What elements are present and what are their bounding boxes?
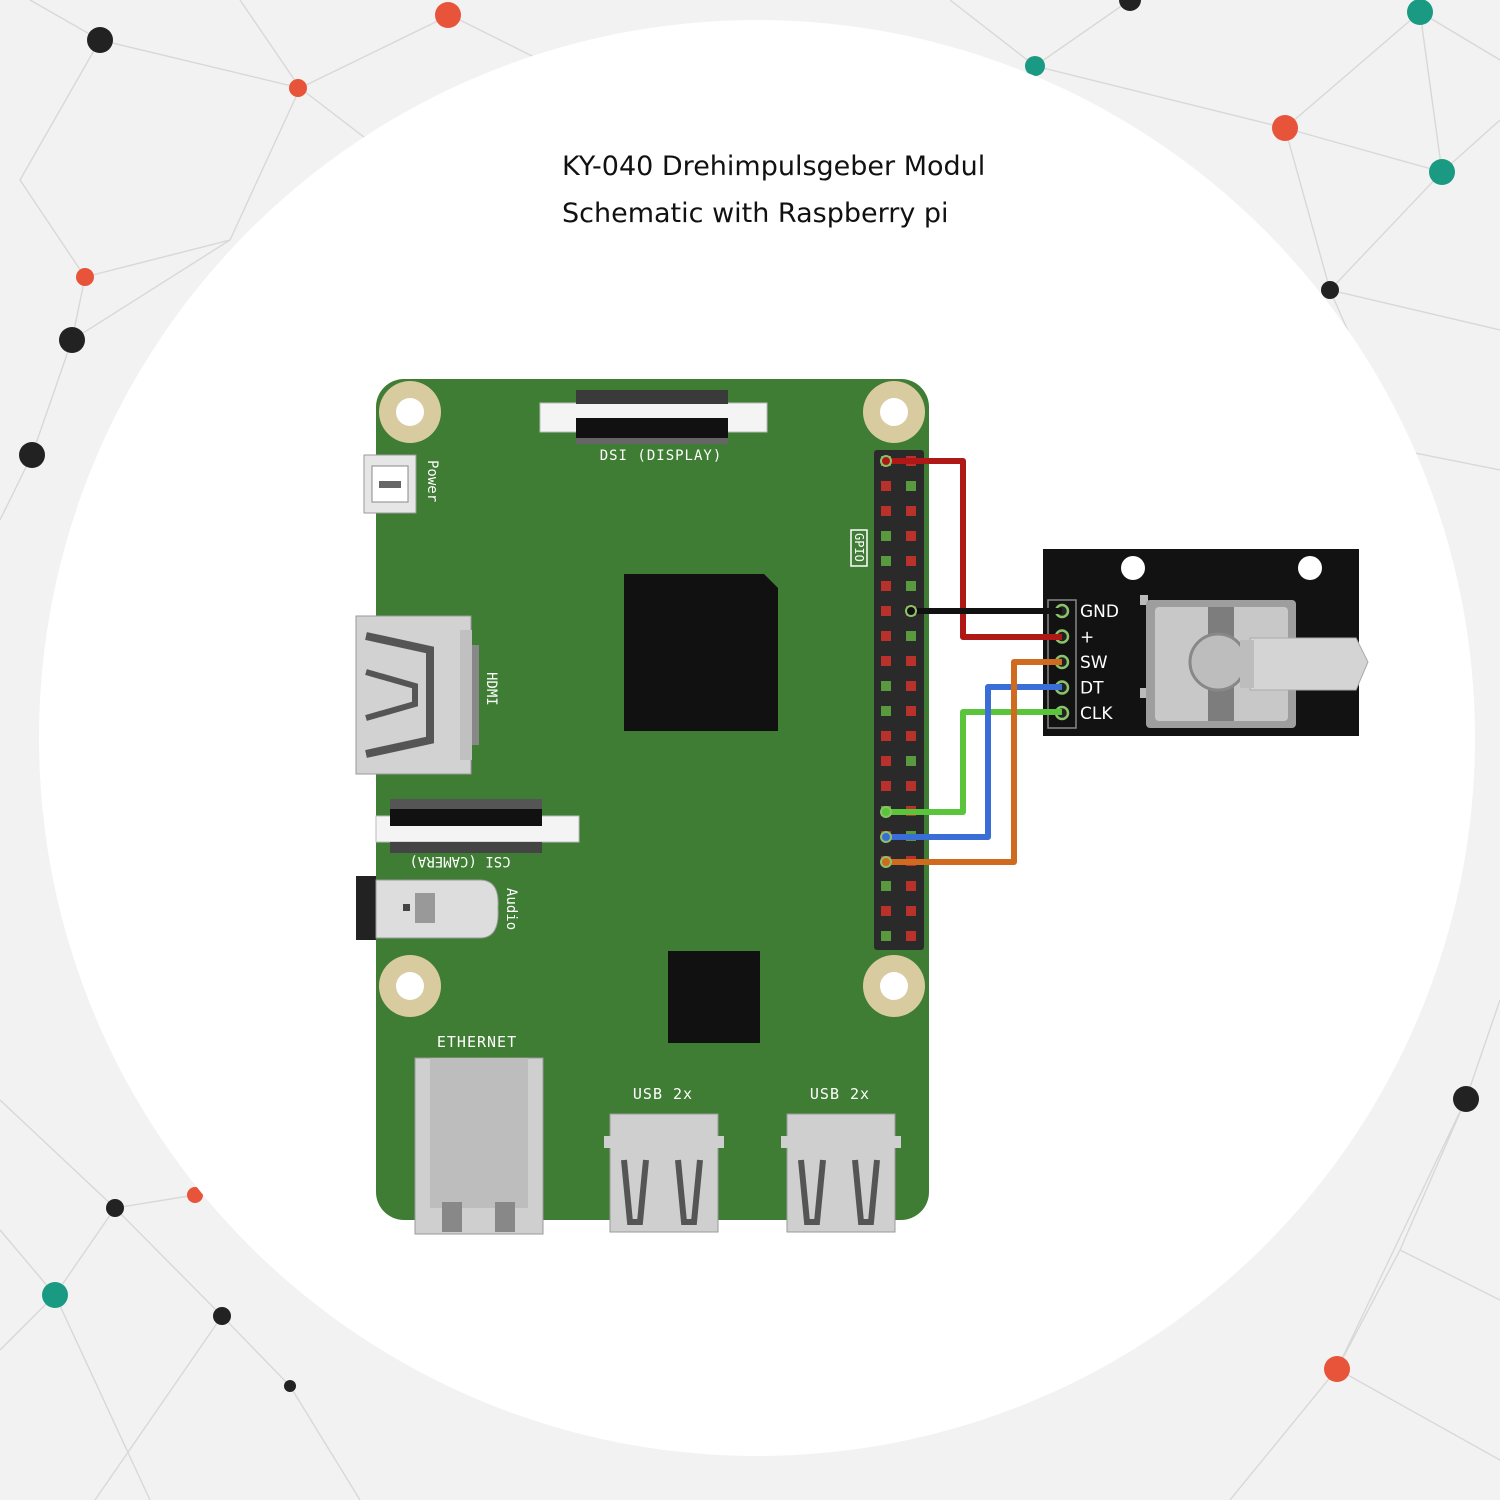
gpio-pin	[906, 731, 916, 741]
gpio-pin	[906, 481, 916, 491]
wire-plus	[886, 458, 1062, 640]
mounting-holes	[379, 381, 925, 1017]
ethernet-label: ETHERNET	[437, 1033, 517, 1051]
wire-endpoints	[880, 455, 917, 868]
csi-label: CSI (CAMERA)	[409, 853, 510, 869]
gpio-label: GPIO	[852, 533, 866, 562]
wires	[886, 458, 1062, 865]
gpio-pin	[906, 756, 916, 766]
csi-connector	[375, 799, 580, 853]
gpio-pin	[906, 531, 916, 541]
gpio-pin	[881, 606, 891, 616]
gpio-pin	[906, 581, 916, 591]
module-pin-labels: GND + SW DT CLK	[1080, 602, 1119, 724]
usb-port-1	[604, 1113, 724, 1233]
diagram-title-line-2: Schematic with Raspberry pi	[562, 198, 949, 229]
dsi-label: DSI (DISPLAY)	[600, 448, 723, 464]
gpio-pin	[881, 581, 891, 591]
gpio-pin	[906, 556, 916, 566]
gpio-pin	[906, 906, 916, 916]
gpio-pin	[881, 781, 891, 791]
gpio-pin	[906, 881, 916, 891]
gpio-pin	[881, 706, 891, 716]
power-label: Power	[424, 460, 440, 502]
gpio-pin	[881, 681, 891, 691]
network-nodes	[19, 0, 1479, 1392]
gpio-pin	[881, 506, 891, 516]
gpio-pin	[906, 656, 916, 666]
gpio-pin	[881, 481, 891, 491]
gpio-pin	[881, 531, 891, 541]
usb-lan-chip	[668, 951, 760, 1043]
gpio-label-box	[850, 529, 868, 567]
gpio-pin	[906, 681, 916, 691]
module-pin-label: CLK	[1080, 704, 1113, 724]
gpio-pin	[881, 656, 891, 666]
module-pin-label: DT	[1080, 679, 1104, 699]
module-pin-label: SW	[1080, 653, 1108, 673]
ethernet-port	[414, 1057, 544, 1235]
hdmi-connector	[355, 615, 479, 775]
power-connector	[363, 454, 417, 514]
raspberry-pi-board: DSI (DISPLAY) Power GPIO HDMI	[355, 379, 929, 1235]
gpio-pin	[881, 756, 891, 766]
wire-dt	[886, 684, 1062, 840]
usb-port-2	[781, 1113, 901, 1233]
module-pin-label: +	[1080, 628, 1094, 648]
gpio-pin	[906, 631, 916, 641]
gpio-pin	[881, 631, 891, 641]
gpio-pin	[881, 881, 891, 891]
usb-label-2: USB 2x	[810, 1085, 870, 1103]
gpio-pin	[881, 931, 891, 941]
dsi-connector	[539, 390, 768, 444]
rotary-encoder	[1146, 600, 1369, 728]
usb-label-1: USB 2x	[633, 1085, 693, 1103]
gpio-pin	[906, 706, 916, 716]
audio-jack	[356, 876, 499, 940]
board-pcb	[376, 379, 929, 1220]
gpio-pin	[881, 731, 891, 741]
wire-sw	[886, 659, 1062, 865]
hdmi-label: HDMI	[483, 672, 499, 706]
gpio-pin	[881, 906, 891, 916]
gpio-pin	[906, 781, 916, 791]
ky040-module: GND + SW DT CLK	[1043, 549, 1369, 736]
gpio-pin	[881, 556, 891, 566]
gpio-header-base	[874, 450, 924, 950]
soc-chip	[624, 574, 778, 731]
audio-label: Audio	[503, 888, 519, 930]
diagram-title-line-1: KY-040 Drehimpulsgeber Modul	[562, 151, 986, 182]
gpio-pin	[906, 506, 916, 516]
module-pin-label: GND	[1080, 602, 1119, 622]
gpio-pin	[906, 931, 916, 941]
